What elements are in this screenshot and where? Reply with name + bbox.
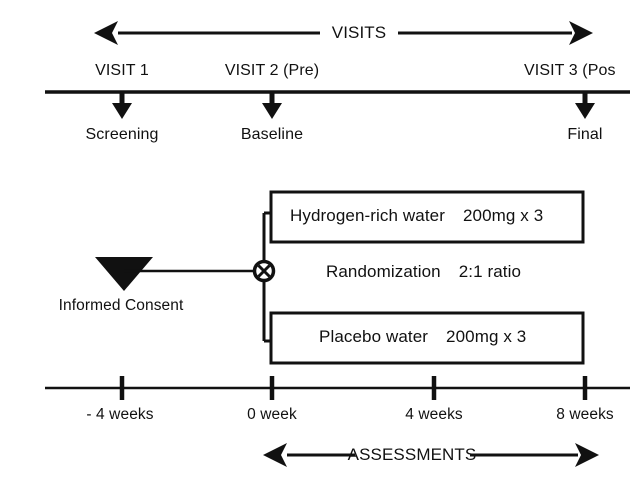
- timeline-label-4w: 4 weeks: [405, 406, 463, 423]
- arm-box-placebo: [269, 311, 585, 365]
- visit-1-event-label: Screening: [85, 126, 159, 143]
- visit-3-down-arrow: [575, 93, 595, 119]
- visit-2-event-label: Baseline: [240, 126, 304, 143]
- timeline-label-0w: 0 week: [247, 406, 297, 423]
- arm-treatment-name: Hydrogen-rich water: [290, 206, 445, 225]
- timeline-label-minus4w: - 4 weeks: [86, 406, 154, 423]
- visit-1-label: VISIT 1: [95, 62, 149, 79]
- visit-3-label: VISIT 3 (Pos: [524, 62, 616, 79]
- randomization-ratio: 2:1 ratio: [458, 262, 522, 281]
- randomization-label: Randomization: [326, 262, 441, 281]
- arm-placebo-name: Placebo water: [319, 327, 429, 346]
- visit-3-event-label: Final: [567, 126, 603, 143]
- visit-1-down-arrow: [112, 93, 132, 119]
- arm-placebo-labels: Placebo water 200mg x 3: [319, 327, 526, 347]
- informed-consent-label: Informed Consent: [58, 297, 184, 314]
- arm-box-treatment: [269, 190, 585, 244]
- circle-x-node-icon: [252, 259, 276, 283]
- informed-consent-triangle-marker: [95, 257, 153, 291]
- randomization-labels: Randomization 2:1 ratio: [326, 262, 521, 282]
- visits-title: VISITS: [331, 23, 387, 42]
- arm-treatment-dose: 200mg x 3: [462, 206, 544, 225]
- arm-placebo-dose: 200mg x 3: [446, 327, 527, 346]
- visit-2-label: VISIT 2 (Pre): [224, 62, 320, 79]
- timeline-label-8w: 8 weeks: [556, 406, 614, 423]
- assessments-title: ASSESSMENTS: [347, 445, 477, 464]
- visit-2-down-arrow: [262, 93, 282, 119]
- arm-treatment-labels: Hydrogen-rich water 200mg x 3: [290, 206, 543, 226]
